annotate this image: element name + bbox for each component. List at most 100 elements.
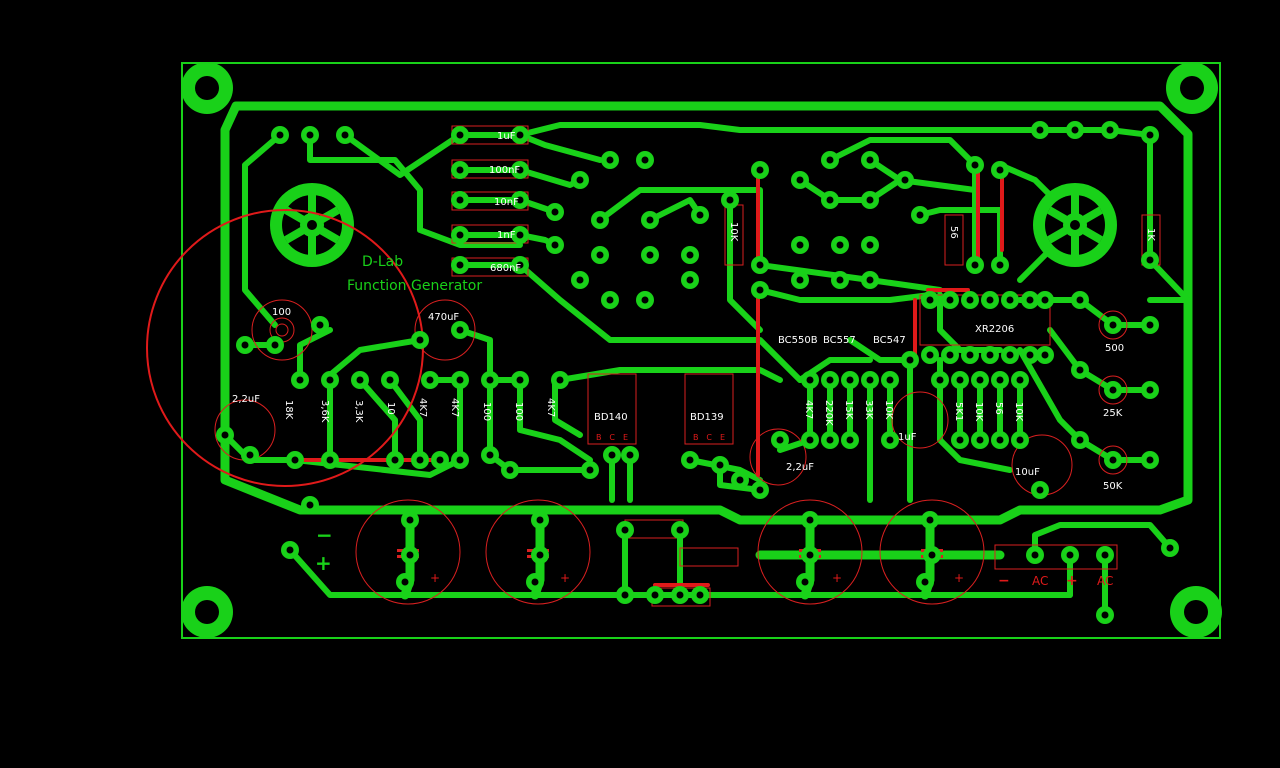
- label-r-18k: 18K: [283, 400, 294, 420]
- pad-hole: [586, 466, 594, 474]
- pad-hole: [1006, 296, 1014, 304]
- pad-hole: [456, 456, 464, 464]
- label-bd140: BD140: [594, 412, 628, 423]
- label-cap-2u2-left: 2,2uF: [232, 394, 260, 405]
- pad-hole: [936, 376, 944, 384]
- pad-hole: [516, 261, 524, 269]
- pad-hole: [391, 456, 399, 464]
- label-r-10k-mid: 10K: [883, 400, 894, 420]
- label-r-3k3: 3,3K: [353, 400, 364, 423]
- label-r-4k7b: 4K7: [449, 398, 460, 417]
- pad-hole: [1036, 126, 1044, 134]
- label-cap-1uf-top: 1uF: [497, 131, 516, 142]
- pad-hole: [221, 431, 229, 439]
- pad-hole: [826, 376, 834, 384]
- pad-hole: [576, 176, 584, 184]
- pad-hole: [1109, 386, 1117, 394]
- mount-hole-tr: [1166, 62, 1218, 114]
- label-r-1k: 1K: [1145, 228, 1156, 241]
- pad-hole: [676, 526, 684, 534]
- pad-hole: [1109, 456, 1117, 464]
- pad-hole: [1076, 436, 1084, 444]
- pad-hole: [1106, 126, 1114, 134]
- pad-hole: [326, 456, 334, 464]
- label-bc550b: BC550B: [778, 335, 818, 346]
- pad-hole: [846, 376, 854, 384]
- label-cap-plus-2: +: [560, 571, 570, 585]
- pad-hole: [426, 376, 434, 384]
- label-cap-1uf-mid: 1uF: [898, 432, 917, 443]
- label-polarity-minus: −: [316, 523, 333, 547]
- mount-hole-tl: [181, 62, 233, 114]
- pad-hole: [1066, 551, 1074, 559]
- pad-hole: [1031, 551, 1039, 559]
- pad-hole: [796, 241, 804, 249]
- pad-hole: [756, 286, 764, 294]
- pad-hole: [756, 261, 764, 269]
- pad-hole: [726, 196, 734, 204]
- pad-hole: [1016, 436, 1024, 444]
- pad-hole: [886, 436, 894, 444]
- label-cap-100nf: 100nF: [489, 165, 520, 176]
- label-cap-470uf: 470uF: [428, 312, 459, 323]
- pad-hole: [906, 356, 914, 364]
- pad-hole: [971, 161, 979, 169]
- pad-hole: [276, 131, 284, 139]
- label-r-100a: 100: [481, 402, 492, 421]
- pad-hole: [271, 341, 279, 349]
- pad-hole: [1016, 376, 1024, 384]
- pad-hole: [826, 196, 834, 204]
- pad-hole: [946, 351, 954, 359]
- pad-hole: [801, 578, 809, 586]
- label-r-10k-c: 10K: [1013, 402, 1024, 422]
- label-r-56-top: 56: [948, 226, 959, 239]
- label-bc547: BC547: [873, 335, 906, 346]
- pad-hole: [416, 336, 424, 344]
- pad-hole: [1036, 486, 1044, 494]
- pad-hole: [776, 436, 784, 444]
- pad-hole: [306, 131, 314, 139]
- label-r-10k-b: 10K: [973, 402, 984, 422]
- pad-hole: [928, 551, 936, 559]
- label-cap-plus-3: +: [832, 571, 842, 585]
- pad-hole: [551, 208, 559, 216]
- pad-hole: [516, 131, 524, 139]
- pad-hole: [386, 376, 394, 384]
- label-r-56: 56: [993, 402, 1004, 415]
- pad-hole: [406, 516, 414, 524]
- label-r-100b: 100: [513, 402, 524, 421]
- pad-hole: [866, 241, 874, 249]
- pad-hole: [516, 376, 524, 384]
- pad-hole: [866, 196, 874, 204]
- ground-ring-trace: [220, 101, 1193, 525]
- pad-hole: [1041, 296, 1049, 304]
- label-pot-50k: 50K: [1103, 481, 1123, 492]
- pad-hole: [996, 166, 1004, 174]
- pad-hole: [621, 591, 629, 599]
- label-r-4k7c: 4K7: [545, 398, 556, 417]
- pad-hole: [551, 241, 559, 249]
- pad-hole: [486, 451, 494, 459]
- pad-hole: [686, 456, 694, 464]
- label-conn-plus: +: [1066, 573, 1078, 589]
- pad-hole: [676, 591, 684, 599]
- mount-hole-bl: [181, 586, 233, 638]
- pad-hole: [926, 296, 934, 304]
- pad-hole: [1101, 611, 1109, 619]
- label-pot-500: 500: [1105, 343, 1124, 354]
- label-conn-ac2: AC: [1097, 574, 1113, 588]
- pad-hole: [956, 436, 964, 444]
- pad-hole: [531, 578, 539, 586]
- pad-hole: [901, 176, 909, 184]
- label-bd139: BD139: [690, 412, 724, 423]
- pad-hole: [626, 451, 634, 459]
- pad-hole: [556, 376, 564, 384]
- pad-hole: [641, 156, 649, 164]
- pad-hole: [686, 276, 694, 284]
- mount-hole-br: [1170, 586, 1222, 638]
- pad-hole: [806, 376, 814, 384]
- label-ic-xr2206: XR2206: [975, 324, 1014, 335]
